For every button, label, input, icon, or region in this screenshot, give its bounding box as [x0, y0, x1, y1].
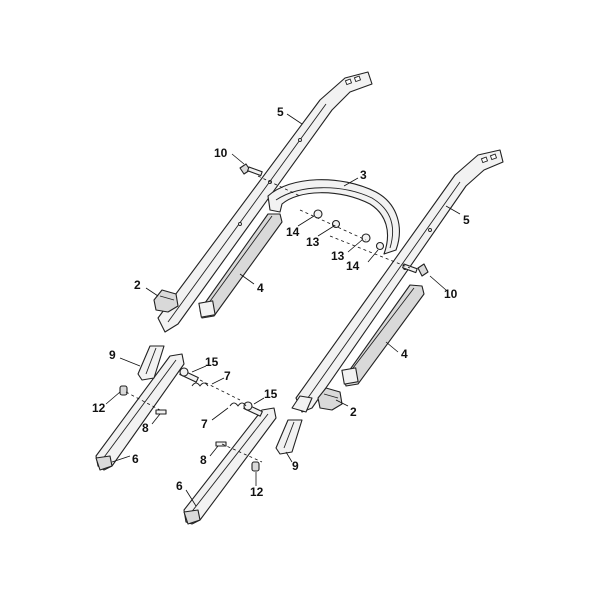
bolt-15-right	[243, 401, 263, 417]
callout-5-left: 5	[277, 105, 284, 119]
sleeve-left	[137, 345, 165, 381]
callout-13-left: 13	[306, 235, 320, 249]
clamp-right	[317, 387, 343, 411]
callout-14-right: 14	[346, 259, 360, 273]
screw-8-left	[155, 409, 167, 415]
cap-12-right	[251, 461, 260, 472]
sleeve-right	[291, 395, 313, 413]
callout-2-right: 2	[350, 405, 357, 419]
bail-bar	[267, 179, 400, 255]
callout-6-right: 6	[176, 479, 183, 493]
callout-9-right: 9	[292, 459, 299, 473]
upper-handle-left	[157, 71, 373, 333]
callout-14-left: 14	[286, 225, 300, 239]
washer-14-right	[375, 241, 385, 251]
callout-7-right: 7	[201, 417, 208, 431]
callout-9-left: 9	[109, 348, 116, 362]
leader-lines	[105, 113, 461, 507]
callout-4-right: 4	[401, 347, 408, 361]
bolt-10-left	[239, 163, 263, 177]
callout-15-right: 15	[264, 387, 278, 401]
spring-7-left	[191, 382, 209, 387]
callout-6-left: 6	[132, 452, 139, 466]
callout-7-left: 7	[224, 369, 231, 383]
lower-handle-left	[95, 353, 185, 471]
cable-guide-left	[198, 213, 283, 319]
callout-5-right: 5	[463, 213, 470, 227]
bolt-10-right	[402, 263, 429, 277]
callout-3: 3	[360, 168, 367, 182]
assembly-lines	[125, 175, 411, 463]
cap-12-left	[119, 385, 128, 396]
lower-handle-right	[183, 407, 277, 525]
callout-10-left: 10	[214, 146, 228, 160]
callout-12-left: 12	[92, 401, 106, 415]
callout-13-right: 13	[331, 249, 345, 263]
callout-4-left: 4	[257, 281, 264, 295]
nut-14-left	[313, 209, 323, 219]
screw-8-right	[215, 441, 227, 447]
nut-13-right	[361, 233, 371, 243]
callout-8-left: 8	[142, 421, 149, 435]
cable-guide-right	[341, 284, 425, 387]
bolt-15-left	[179, 367, 199, 383]
sleeve-right-lower	[275, 419, 303, 455]
clamp-left	[153, 289, 179, 313]
callout-2-left: 2	[134, 278, 141, 292]
callout-12-right: 12	[250, 485, 264, 499]
callout-15-left: 15	[205, 355, 219, 369]
callout-8-right: 8	[200, 453, 207, 467]
callout-labels: 5 10 3 5 14 13 13 14 10 2 4 4 9 15 7 12 …	[92, 105, 470, 499]
callout-10-right: 10	[444, 287, 458, 301]
spring-7-right	[229, 402, 247, 407]
